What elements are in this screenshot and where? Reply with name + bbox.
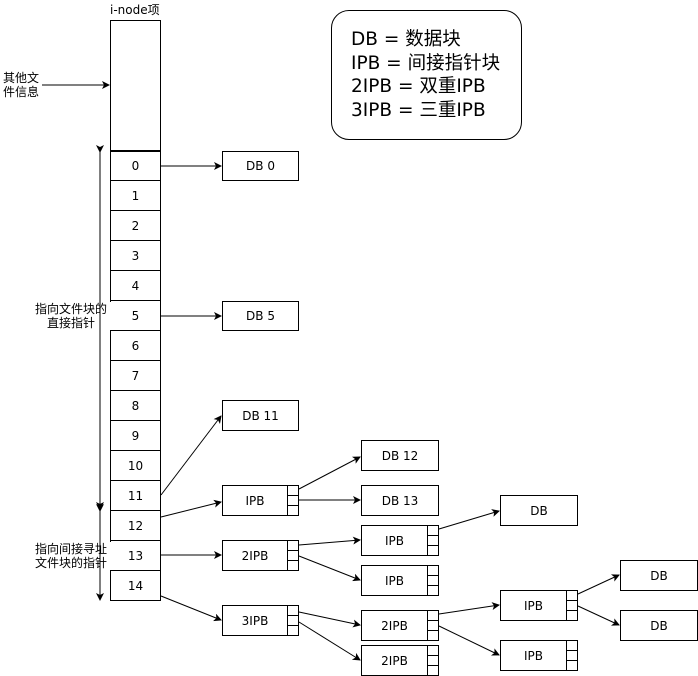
3ipb-block-entry14-label: 3IPB <box>241 613 269 628</box>
data-block-0: DB 0 <box>222 151 299 181</box>
inode-title: i-node项 <box>110 3 160 17</box>
legend-ipb: IPB = 间接指针块 <box>351 52 501 74</box>
inode-entry-14: 14 <box>110 571 161 601</box>
inode-entry-11: 11 <box>110 481 161 511</box>
inode-other-info-region <box>110 20 161 151</box>
2ipb-block-entry13: 2IPB <box>222 540 299 571</box>
arrow-entry11-db11 <box>160 415 222 496</box>
legend-3ipb: 3IPB = 三重IPB <box>351 99 486 121</box>
arrow-entry14-3ipb <box>160 595 222 622</box>
arrow-ipb-db-deep-a <box>577 574 620 595</box>
arrow-3ipb-2ipb-b <box>298 621 361 661</box>
ipb-block-entry12: IPB <box>222 485 299 516</box>
ipb-block-under-2ipb-b: IPB <box>361 565 439 596</box>
inode-entry-5: 5 <box>110 301 161 331</box>
inode-entry-2: 2 <box>110 211 161 241</box>
data-block-deep-a: DB <box>620 560 698 591</box>
arrow-entry12-ipb <box>160 499 222 518</box>
ipb-block-under-2ipb-b-label: IPB <box>384 573 404 588</box>
inode-entry-3: 3 <box>110 241 161 271</box>
inode-entry-6: 6 <box>110 331 161 361</box>
pointer-slots <box>427 611 438 640</box>
pointer-slots <box>287 486 298 515</box>
ipb-block-entry12-label: IPB <box>245 493 265 508</box>
ipb-block-under-3ipb-b: IPB <box>500 640 578 671</box>
data-block-deep-b: DB <box>620 610 698 641</box>
ipb-block-under-2ipb-a-label: IPB <box>384 533 404 548</box>
pointer-slots <box>427 646 438 675</box>
ipb-block-under-3ipb-a-label: IPB <box>523 598 543 613</box>
2ipb-block-entry13-label: 2IPB <box>241 548 269 563</box>
arrow-2ipb-ipb-b <box>298 555 361 582</box>
data-block-12: DB 12 <box>361 440 439 471</box>
ipb-block-under-2ipb-a: IPB <box>361 525 439 556</box>
data-block-13: DB 13 <box>361 485 439 516</box>
arrow-ipb-db <box>438 509 500 530</box>
ipb-block-under-3ipb-a: IPB <box>500 590 578 621</box>
data-block-11: DB 11 <box>222 400 299 431</box>
other-info-label: 其他文 件信息 <box>2 71 39 99</box>
arrow-2ipb-ipb-deep-a <box>438 602 500 615</box>
arrow-2ipb-ipb-deep-b <box>438 625 500 656</box>
arrow-2ipb-ipb-a <box>298 536 361 546</box>
inode-entry-0: 0 <box>110 151 161 181</box>
3ipb-block-entry14: 3IPB <box>222 605 299 636</box>
inode-entry-4: 4 <box>110 271 161 301</box>
pointer-slots <box>427 526 438 555</box>
pointer-slots <box>287 541 298 570</box>
arrow-ipb-db12 <box>298 456 361 490</box>
legend-2ipb: 2IPB = 双重IPB <box>351 76 486 97</box>
inode-entry-9: 9 <box>110 421 161 451</box>
arrow-ipb-db-deep-b <box>577 605 620 626</box>
legend-box: DB = 数据块 IPB = 间接指针块 2IPB = 双重IPB 3IPB =… <box>331 10 522 140</box>
inode-entry-8: 8 <box>110 391 161 421</box>
pointer-slots <box>566 641 577 670</box>
legend-db: DB = 数据块 <box>351 29 461 50</box>
inode-entry-12: 12 <box>110 511 161 541</box>
inode-entry-10: 10 <box>110 451 161 481</box>
arrow-3ipb-2ipb-a <box>298 611 361 628</box>
inode-entry-13: 13 <box>110 541 161 571</box>
ipb-block-under-3ipb-b-label: IPB <box>523 648 543 663</box>
2ipb-block-under-3ipb-a: 2IPB <box>361 610 439 641</box>
pointer-slots <box>427 566 438 595</box>
2ipb-block-under-3ipb-b-label: 2IPB <box>381 653 408 668</box>
pointer-slots <box>287 606 298 635</box>
2ipb-block-under-3ipb-a-label: 2IPB <box>381 618 408 633</box>
pointer-slots <box>566 591 577 620</box>
inode-entry-7: 7 <box>110 361 161 391</box>
inode-entry-1: 1 <box>110 181 161 211</box>
data-block-from-ipb: DB <box>500 495 578 526</box>
data-block-5: DB 5 <box>222 301 299 331</box>
